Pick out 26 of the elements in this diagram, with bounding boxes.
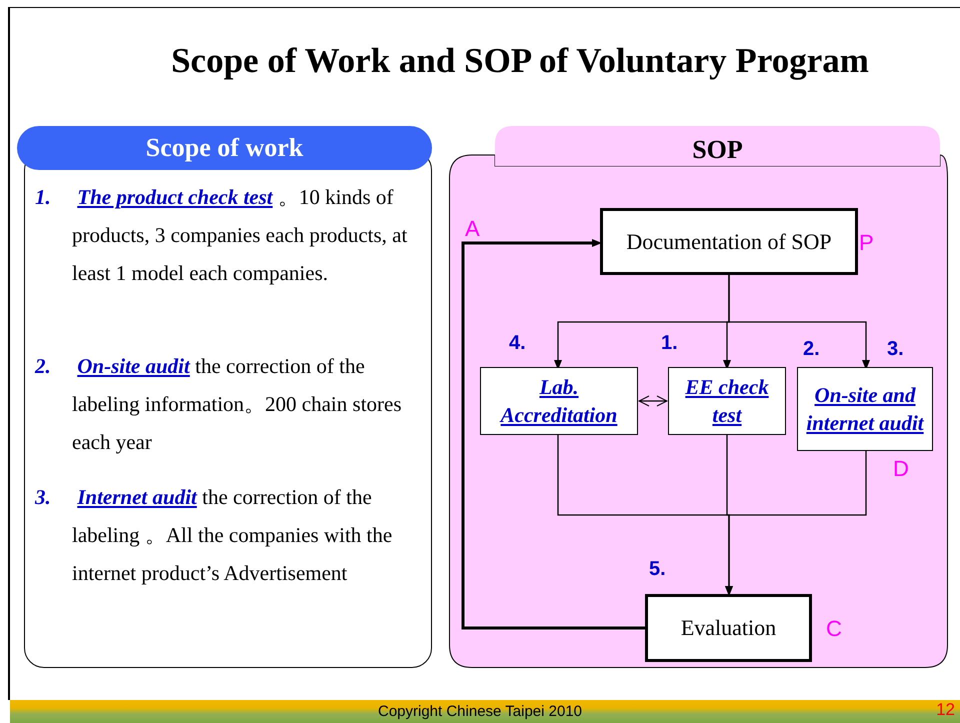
cycle-letter: D [893, 456, 910, 482]
step-number: 2. [803, 337, 821, 362]
step-number: 5. [649, 557, 667, 582]
process-box: Lab. Accreditation [480, 367, 638, 435]
step-number: 3. [887, 337, 905, 362]
list-item: 1. The product check test 。10 kinds of products, 3 companies each products, at least 1 model each companies. [34, 184, 408, 287]
process-box: On-site and internet audit [797, 367, 933, 451]
process-box: Evaluation [645, 594, 812, 662]
list-item: 3. Internet audit the correction of the labeling 。All the companies with the internet product’s Advertisement [34, 484, 394, 587]
cycle-letter: C [826, 616, 843, 642]
cycle-letter: P [859, 230, 875, 256]
page-number: 12 [935, 700, 955, 720]
slide-title: Scope of Work and SOP of Voluntary Program [170, 40, 870, 82]
arrow [638, 396, 668, 406]
panel-heading: SOP [691, 134, 744, 166]
arrow [462, 239, 645, 630]
footer-text: Copyright Chinese Taipei 2010 [376, 702, 584, 722]
arrow [728, 275, 870, 370]
panel-heading: Scope of work [17, 126, 432, 170]
edge-label: A [465, 216, 480, 242]
process-box: Documentation of SOP [600, 208, 858, 275]
step-number: 4. [509, 331, 527, 356]
list-item: 2. On-site audit the correction of the labeling information。200 chain stores each year [34, 353, 403, 456]
arrow [725, 451, 867, 596]
step-number: 1. [661, 331, 679, 356]
process-box: EE check test [668, 367, 786, 435]
